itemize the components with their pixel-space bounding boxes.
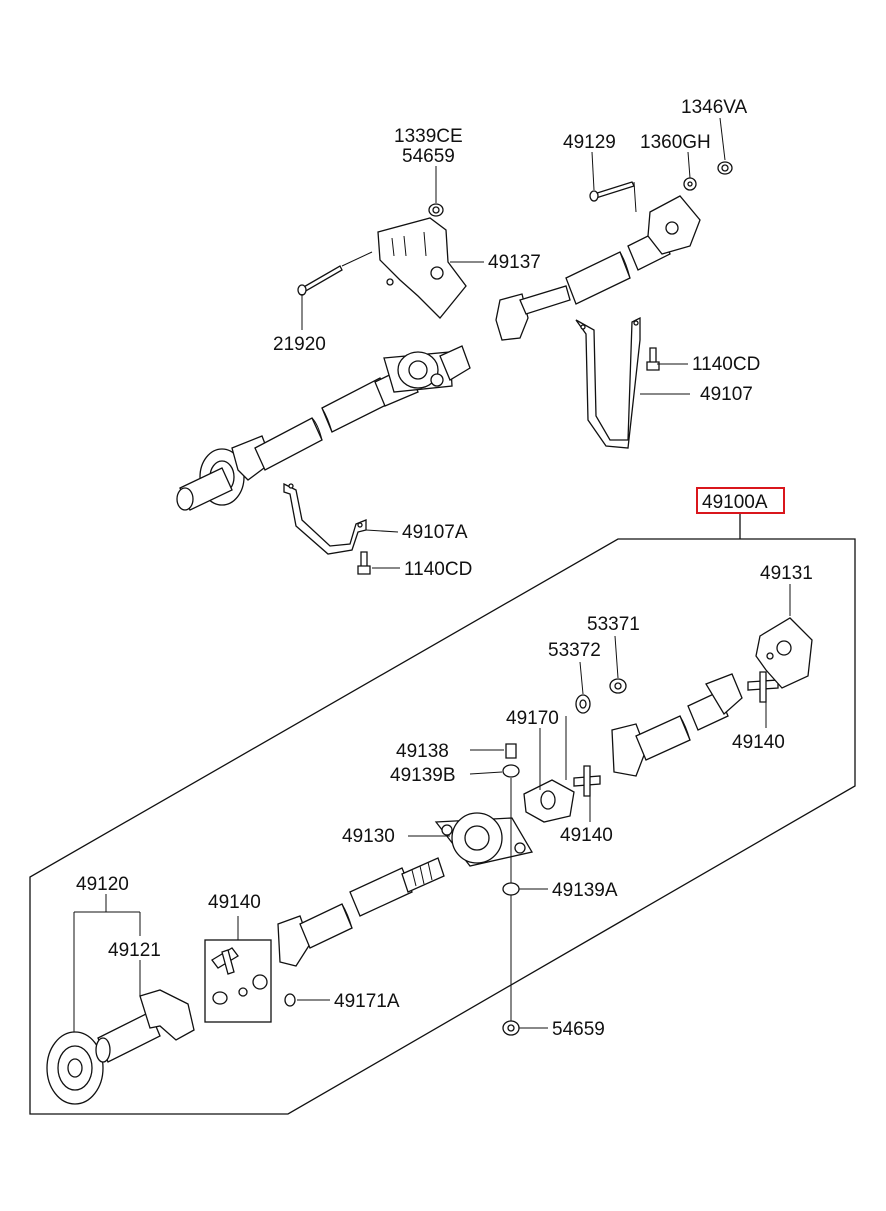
label-21920: 21920 — [273, 334, 326, 355]
label-49107A: 49107A — [402, 522, 468, 543]
label-1140CD-mid: 1140CD — [404, 559, 472, 580]
label-49139B: 49139B — [390, 765, 456, 786]
mounting-bracket — [297, 203, 467, 319]
label-49131: 49131 — [760, 563, 813, 584]
lower-assembly — [46, 617, 813, 1105]
label-49100A: 49100A — [702, 492, 768, 513]
label-49140-mid: 49140 — [560, 825, 613, 846]
label-1339CE: 1339CE — [394, 126, 463, 147]
label-53372: 53372 — [548, 640, 601, 661]
label-53371: 53371 — [587, 614, 640, 635]
label-54659-bottom: 54659 — [552, 1019, 605, 1040]
label-49139A: 49139A — [552, 880, 618, 901]
safety-strap-49107 — [575, 316, 660, 449]
label-49121: 49121 — [108, 940, 161, 961]
highlight-box — [696, 487, 785, 514]
label-1360GH: 1360GH — [640, 132, 711, 153]
upper-front-shaft — [176, 345, 471, 511]
label-1346VA: 1346VA — [681, 97, 748, 118]
label-49120: 49120 — [76, 874, 129, 895]
label-49171A: 49171A — [334, 991, 400, 1012]
label-49130: 49130 — [342, 826, 395, 847]
leader-lines — [73, 117, 791, 1032]
label-49129: 49129 — [563, 132, 616, 153]
upper-rear-shaft — [495, 161, 733, 341]
label-49170: 49170 — [506, 708, 559, 729]
label-49140-right: 49140 — [732, 732, 785, 753]
assembly-boundary — [29, 538, 856, 1115]
label-49138: 49138 — [396, 741, 449, 762]
safety-strap-49107A — [283, 482, 371, 575]
label-49137: 49137 — [488, 252, 541, 273]
label-49140-left: 49140 — [208, 892, 261, 913]
label-1140CD-top: 1140CD — [692, 354, 760, 375]
label-54659-top: 54659 — [402, 146, 455, 167]
label-49107: 49107 — [700, 384, 753, 405]
